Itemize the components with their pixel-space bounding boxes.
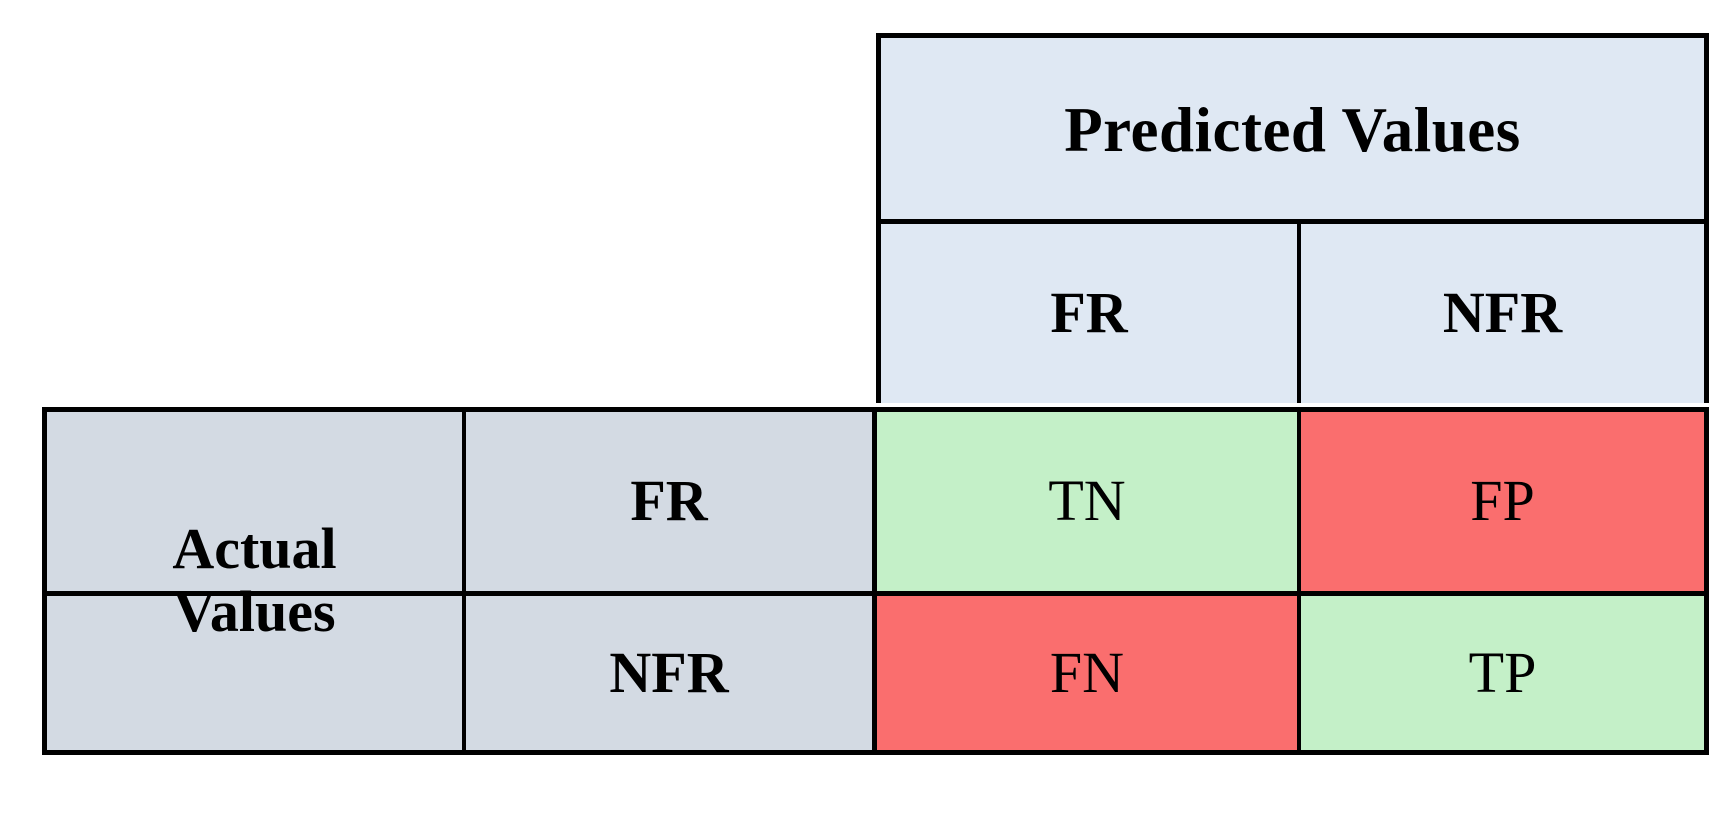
actual-class-header-nfr: NFR [466,596,872,750]
body-horizontal-divider [42,591,1709,596]
matrix-cell-true-positive: TP [1301,596,1704,750]
body-vertical-divider-2 [872,407,877,755]
predicted-values-title: Predicted Values [881,38,1704,222]
body-vertical-divider-1 [462,407,466,755]
actual-values-title-line1: Actual [172,516,337,582]
predicted-class-header-nfr: NFR [1301,224,1704,403]
predicted-class-header-fr: FR [881,224,1297,403]
actual-class-header-fr: FR [466,412,872,591]
matrix-cell-true-negative: TN [877,412,1297,591]
body-vertical-divider-3 [1297,407,1301,755]
matrix-cell-false-negative: FN [877,596,1297,750]
body-horizontal-divider-left [462,591,872,595]
matrix-cell-false-positive: FP [1301,412,1704,591]
actual-values-title: Actual Values [47,412,462,750]
predicted-header-divider [876,219,1709,224]
predicted-class-divider [1297,224,1301,403]
actual-values-title-line2: Values [173,579,336,644]
